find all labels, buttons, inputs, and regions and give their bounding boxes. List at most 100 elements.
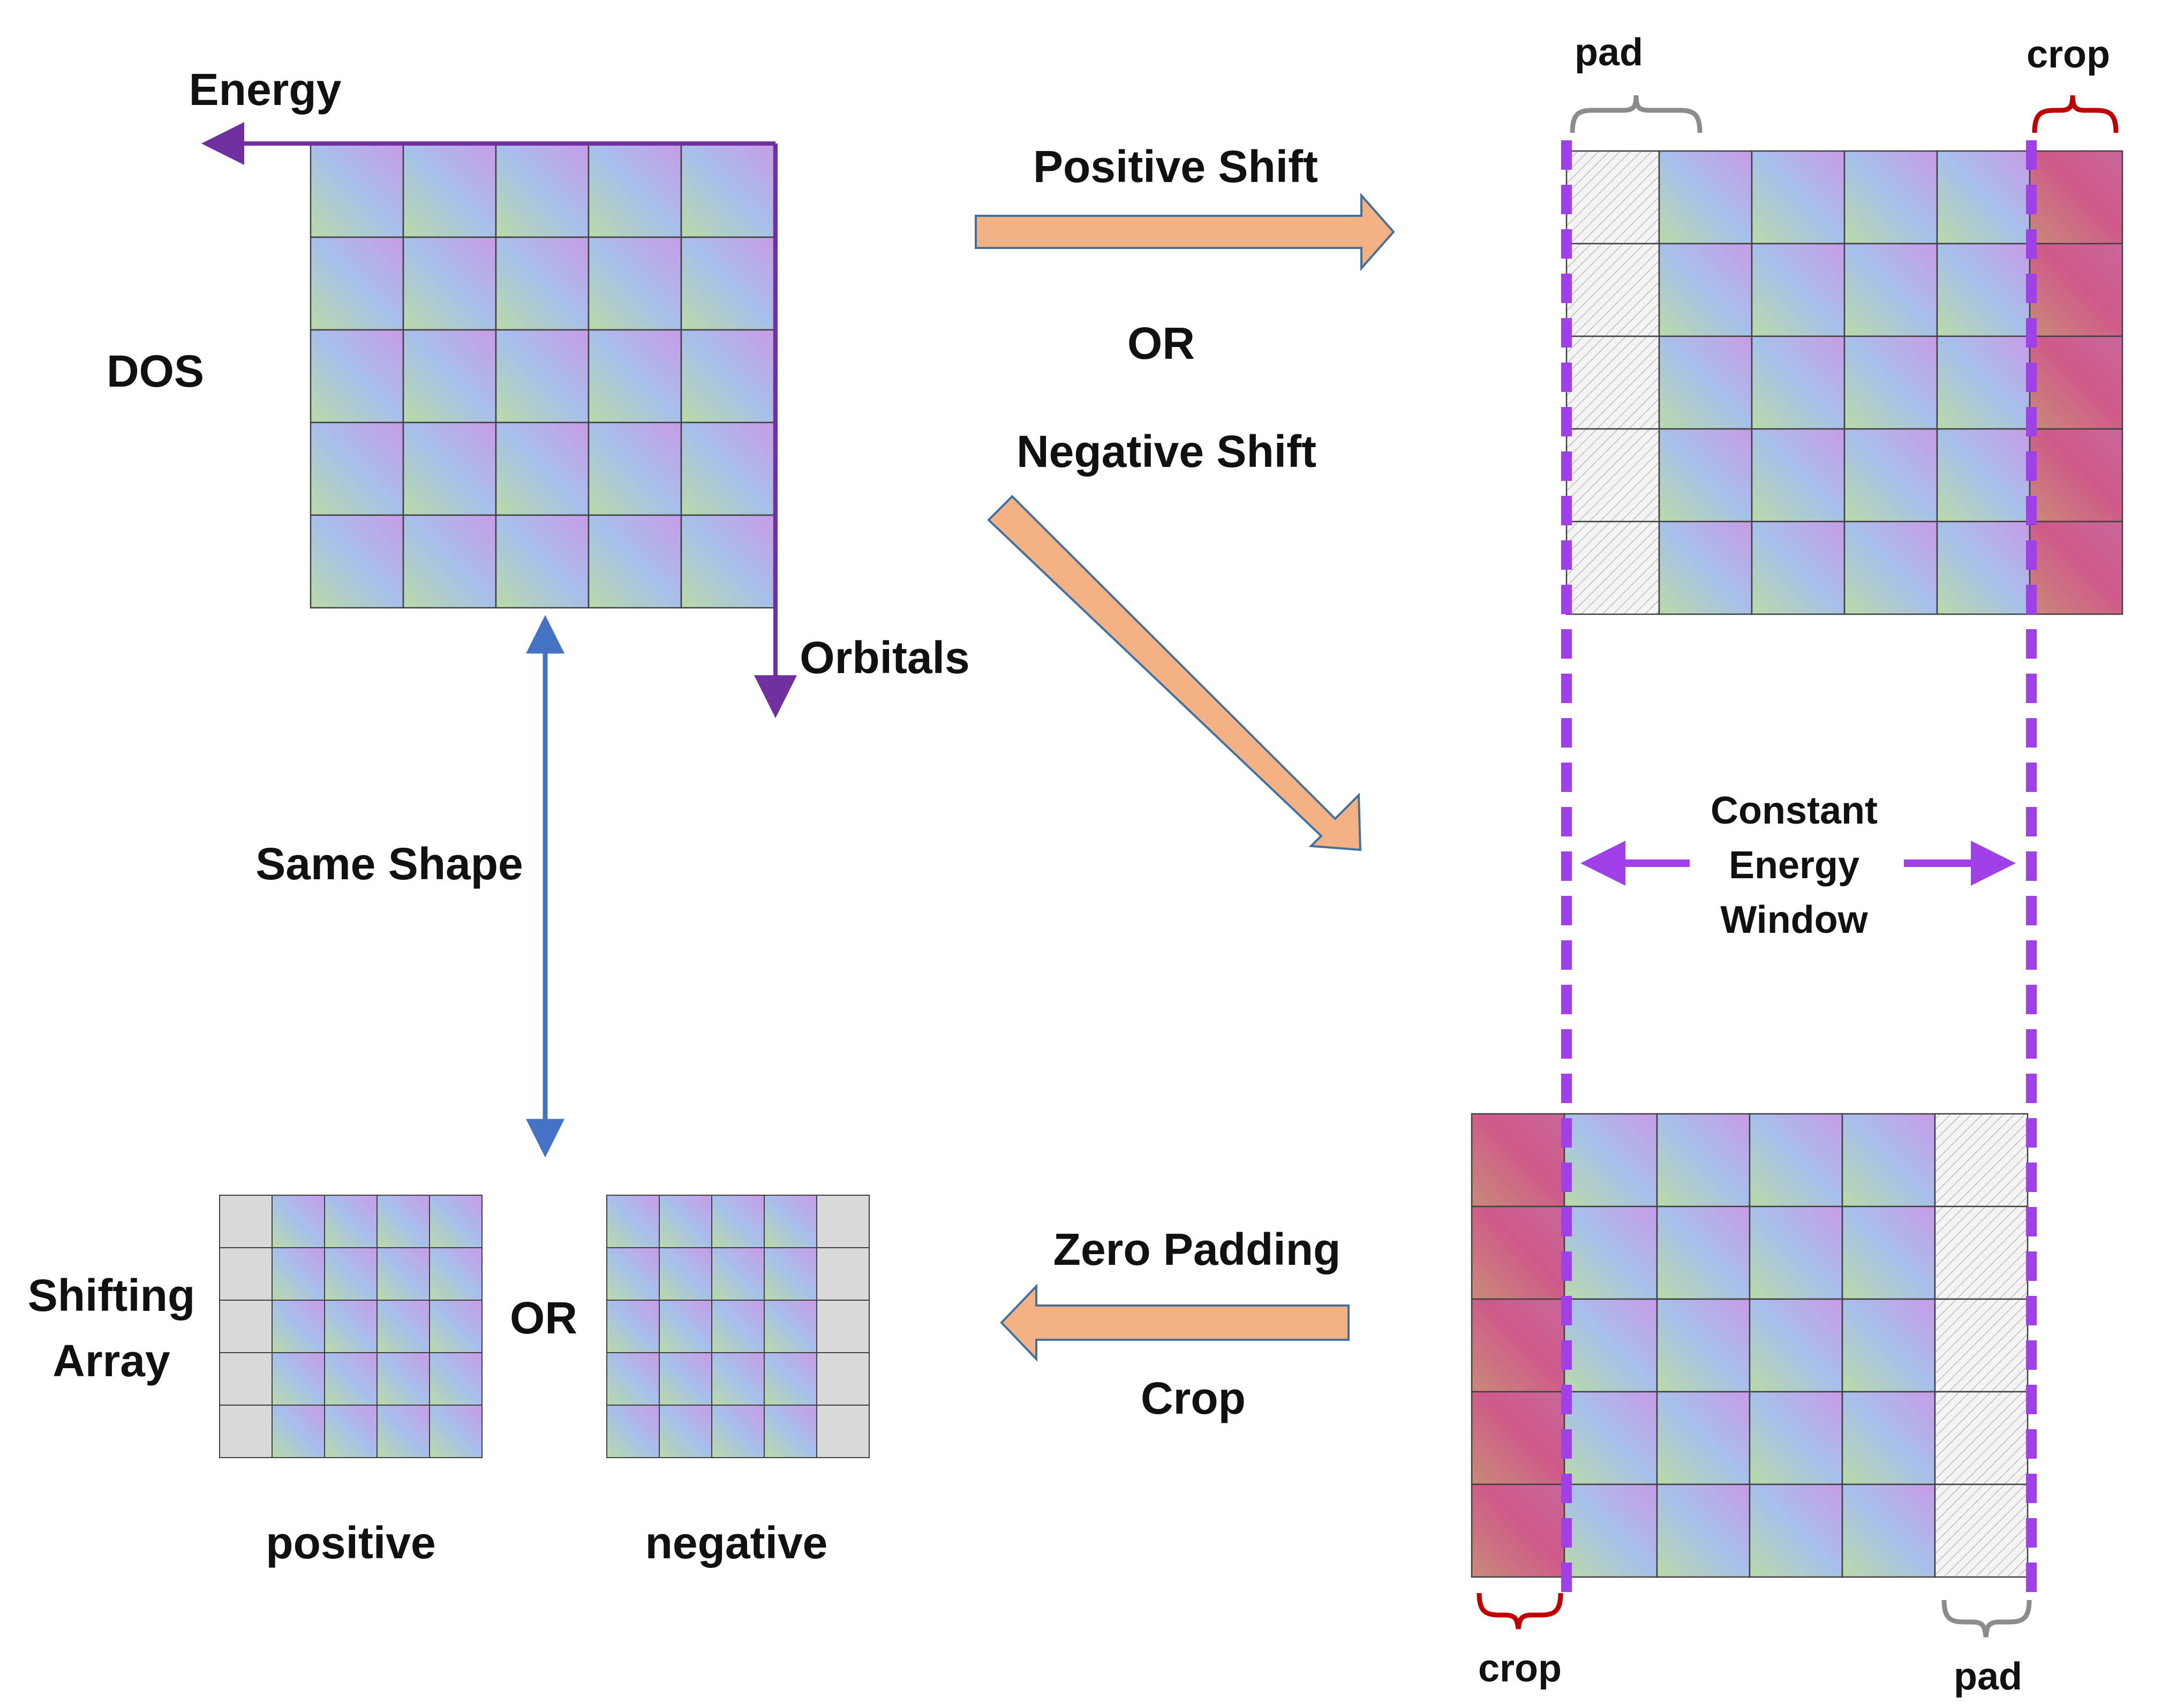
dos-cell <box>1563 1391 1658 1485</box>
dos-cell <box>588 236 682 331</box>
dos-cell <box>310 421 404 516</box>
dos-cell <box>272 1195 325 1248</box>
dos-cell <box>1658 243 1753 337</box>
dos-cell <box>1563 1205 1658 1300</box>
dos-cell <box>659 1300 712 1353</box>
same-shape-label: Same Shape <box>255 839 523 889</box>
dos-cell <box>324 1405 378 1458</box>
dos-cell <box>1751 520 1846 615</box>
dos-cell <box>1751 150 1846 245</box>
dos-label: DOS <box>107 346 204 396</box>
pad-bottom-brace <box>1941 1600 2032 1638</box>
dos-cell <box>606 1300 660 1353</box>
dos-cell <box>680 144 775 238</box>
dos-cell <box>324 1195 378 1248</box>
negative-label: negative <box>645 1518 828 1568</box>
dos-cell <box>764 1195 817 1248</box>
dos-cell <box>711 1352 765 1406</box>
or-top-label: OR <box>1127 318 1195 368</box>
dos-cell <box>711 1195 765 1248</box>
padded-cell <box>1565 335 1660 430</box>
cropped-cell <box>1471 1298 1565 1393</box>
dos-cell <box>606 1405 660 1458</box>
cropped-cell <box>2029 335 2123 430</box>
dos-cell <box>495 329 590 424</box>
padded-cell <box>1934 1298 2029 1393</box>
window-label-line1: Constant <box>1711 789 1878 832</box>
dos-cell <box>680 329 775 424</box>
cropped-cell <box>2029 520 2123 615</box>
dos-cell <box>324 1352 378 1406</box>
zero-padding-label: Zero Padding <box>1053 1224 1341 1274</box>
dos-cell <box>1936 335 2031 430</box>
dos-cell <box>402 329 497 424</box>
dos-cell <box>429 1405 483 1458</box>
padded-cell <box>1565 428 1660 523</box>
dos-cell <box>402 421 497 516</box>
dos-cell <box>1843 335 1938 430</box>
dos-cell <box>659 1352 712 1406</box>
dos-cell <box>376 1352 430 1406</box>
zero-pad-cell <box>219 1405 273 1458</box>
dos-cell <box>272 1300 325 1353</box>
cropped-cell <box>2029 428 2123 523</box>
cropped-cell <box>1471 1483 1565 1578</box>
dos-cell <box>429 1195 483 1248</box>
cropped-cell <box>1471 1391 1565 1485</box>
dos-cell <box>1749 1298 1843 1393</box>
padded-cell <box>1934 1483 2029 1578</box>
dos-cell <box>1841 1391 1936 1485</box>
dos-cell <box>1751 335 1846 430</box>
padded-cell <box>1565 150 1660 245</box>
dos-cell <box>659 1195 712 1248</box>
dos-cell <box>376 1300 430 1353</box>
dos-cell <box>764 1247 817 1301</box>
dos-cell <box>1841 1298 1936 1393</box>
dos-cell <box>1843 243 1938 337</box>
pad-bottom-label: pad <box>1954 1655 2022 1698</box>
dos-cell <box>764 1300 817 1353</box>
dos-cell <box>402 236 497 331</box>
crop-bottom-label: crop <box>1478 1647 1562 1690</box>
cropped-cell <box>1471 1113 1565 1208</box>
shifting-array-positive-grid <box>219 1195 483 1458</box>
dos-cell <box>1936 150 2031 245</box>
dos-cell <box>1658 150 1753 245</box>
zero-pad-cell <box>219 1195 273 1248</box>
dos-cell <box>310 514 404 609</box>
dos-cell <box>1936 520 2031 615</box>
dos-cell <box>1656 1391 1751 1485</box>
dos-cell <box>272 1247 325 1301</box>
zero-pad-cell <box>816 1352 870 1406</box>
dos-cell <box>1656 1113 1751 1208</box>
dos-cell <box>1749 1205 1843 1300</box>
dos-cell <box>588 421 682 516</box>
dos-cell <box>1843 150 1938 245</box>
shifting-array-negative-grid <box>606 1195 870 1458</box>
dos-cell <box>1749 1391 1843 1485</box>
padded-cell <box>1565 520 1660 615</box>
shifting-array-label-line2: Array <box>52 1336 170 1386</box>
positive-shift-grid <box>1565 150 2123 615</box>
zero-pad-cell <box>816 1405 870 1458</box>
dos-cell <box>659 1405 712 1458</box>
dos-cell <box>1749 1483 1843 1578</box>
dos-cell <box>429 1247 483 1301</box>
dos-cell <box>606 1195 660 1248</box>
dos-cell <box>1658 335 1753 430</box>
window-label-line2: Energy <box>1729 844 1859 887</box>
dos-cell <box>272 1405 325 1458</box>
dos-cell <box>680 236 775 331</box>
dos-cell <box>1656 1483 1751 1578</box>
dos-cell <box>680 514 775 609</box>
zero-pad-cell <box>816 1300 870 1353</box>
dos-cell <box>588 329 682 424</box>
dos-cell <box>376 1405 430 1458</box>
dos-cell <box>606 1352 660 1406</box>
cropped-cell <box>1471 1205 1565 1300</box>
dos-cell <box>310 236 404 331</box>
zero-pad-cell <box>219 1352 273 1406</box>
dos-cell <box>1656 1205 1751 1300</box>
window-label-line3: Window <box>1720 899 1868 941</box>
